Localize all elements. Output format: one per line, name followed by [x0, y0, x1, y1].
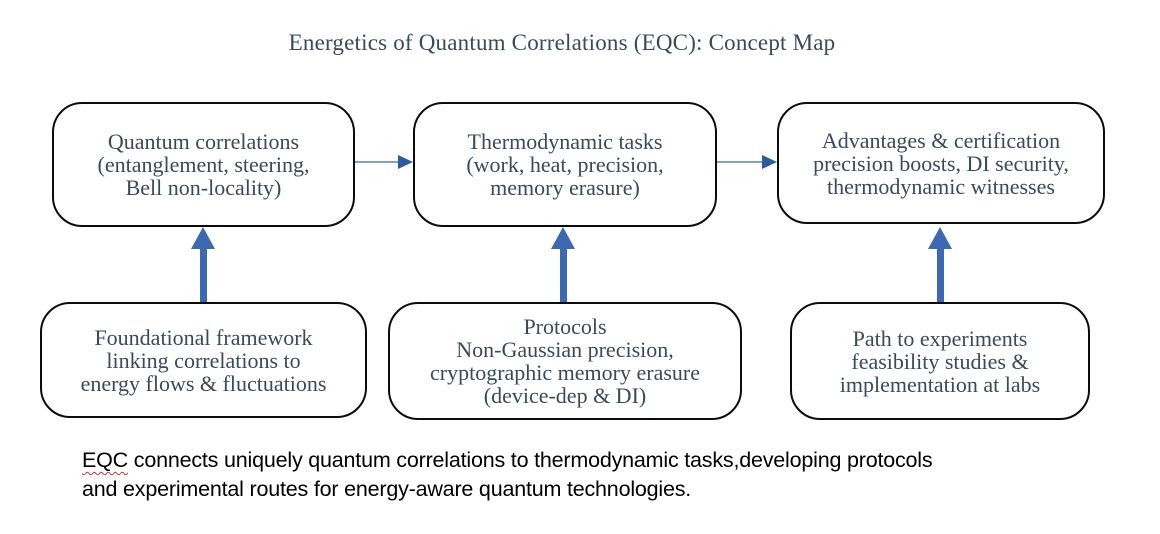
- box-line: Thermodynamic tasks: [467, 129, 663, 154]
- connector-line: [717, 160, 767, 163]
- box-line: Quantum correlations: [107, 129, 300, 154]
- connector-line: [355, 160, 403, 163]
- box-line: Foundational framework: [94, 324, 313, 350]
- box-line: cryptographic memory erasure: [430, 360, 700, 385]
- box-line: Path to experiments: [852, 325, 1028, 351]
- page-title: Energetics of Quantum Correlations (EQC)…: [288, 30, 836, 55]
- box-foundational-framework: Foundational framework linking correlati…: [40, 302, 367, 418]
- box-line: implementation at labs: [839, 371, 1041, 397]
- box-protocols: Protocols Non-Gaussian precision, crypto…: [388, 302, 742, 420]
- up-arrow-icon: [551, 227, 575, 302]
- box-thermodynamic-tasks: Thermodynamic tasks (work, heat, precisi…: [413, 102, 717, 227]
- arrowhead-right-icon: [762, 155, 777, 169]
- right-arrow-icon: [717, 155, 777, 169]
- box-line: precision boosts, DI security,: [813, 150, 1069, 176]
- box-path-to-experiments: Path to experiments feasibility studies …: [790, 302, 1090, 420]
- arrowhead-up-icon: [191, 227, 215, 249]
- box-advantages-certification: Advantages & certification precision boo…: [777, 102, 1105, 224]
- box-line: Protocols: [523, 314, 607, 339]
- right-arrow-icon: [355, 155, 413, 169]
- box-line: Bell non-locality): [125, 175, 282, 200]
- arrowhead-up-icon: [551, 227, 575, 249]
- arrow-shaft: [936, 248, 944, 302]
- box-line: energy flows & fluctuations: [80, 370, 327, 396]
- box-line: linking correlations to: [106, 347, 301, 373]
- box-line: (work, heat, precision,: [466, 152, 664, 177]
- arrow-shaft: [559, 248, 567, 302]
- up-arrow-icon: [928, 227, 952, 302]
- box-quantum-correlations: Quantum correlations (entanglement, stee…: [52, 102, 355, 227]
- box-line: thermodynamic witnesses: [827, 173, 1055, 199]
- box-line: Advantages & certification: [821, 127, 1061, 153]
- caption: EQC connects uniquely quantum correlatio…: [82, 446, 1067, 504]
- box-line: (device-dep & DI): [483, 383, 647, 408]
- arrow-shaft: [199, 248, 207, 302]
- box-line: memory erasure): [490, 175, 640, 200]
- arrowhead-right-icon: [398, 155, 413, 169]
- caption-term-eqc: EQC: [82, 448, 128, 472]
- arrowhead-up-icon: [928, 227, 952, 249]
- box-line: feasibility studies &: [851, 348, 1029, 374]
- caption-line2: and experimental routes for energy-aware…: [82, 477, 692, 501]
- box-line: (entanglement, steering,: [97, 152, 310, 177]
- box-line: Non-Gaussian precision,: [456, 337, 674, 362]
- up-arrow-icon: [191, 227, 215, 302]
- caption-line1: connects uniquely quantum correlations t…: [128, 448, 933, 472]
